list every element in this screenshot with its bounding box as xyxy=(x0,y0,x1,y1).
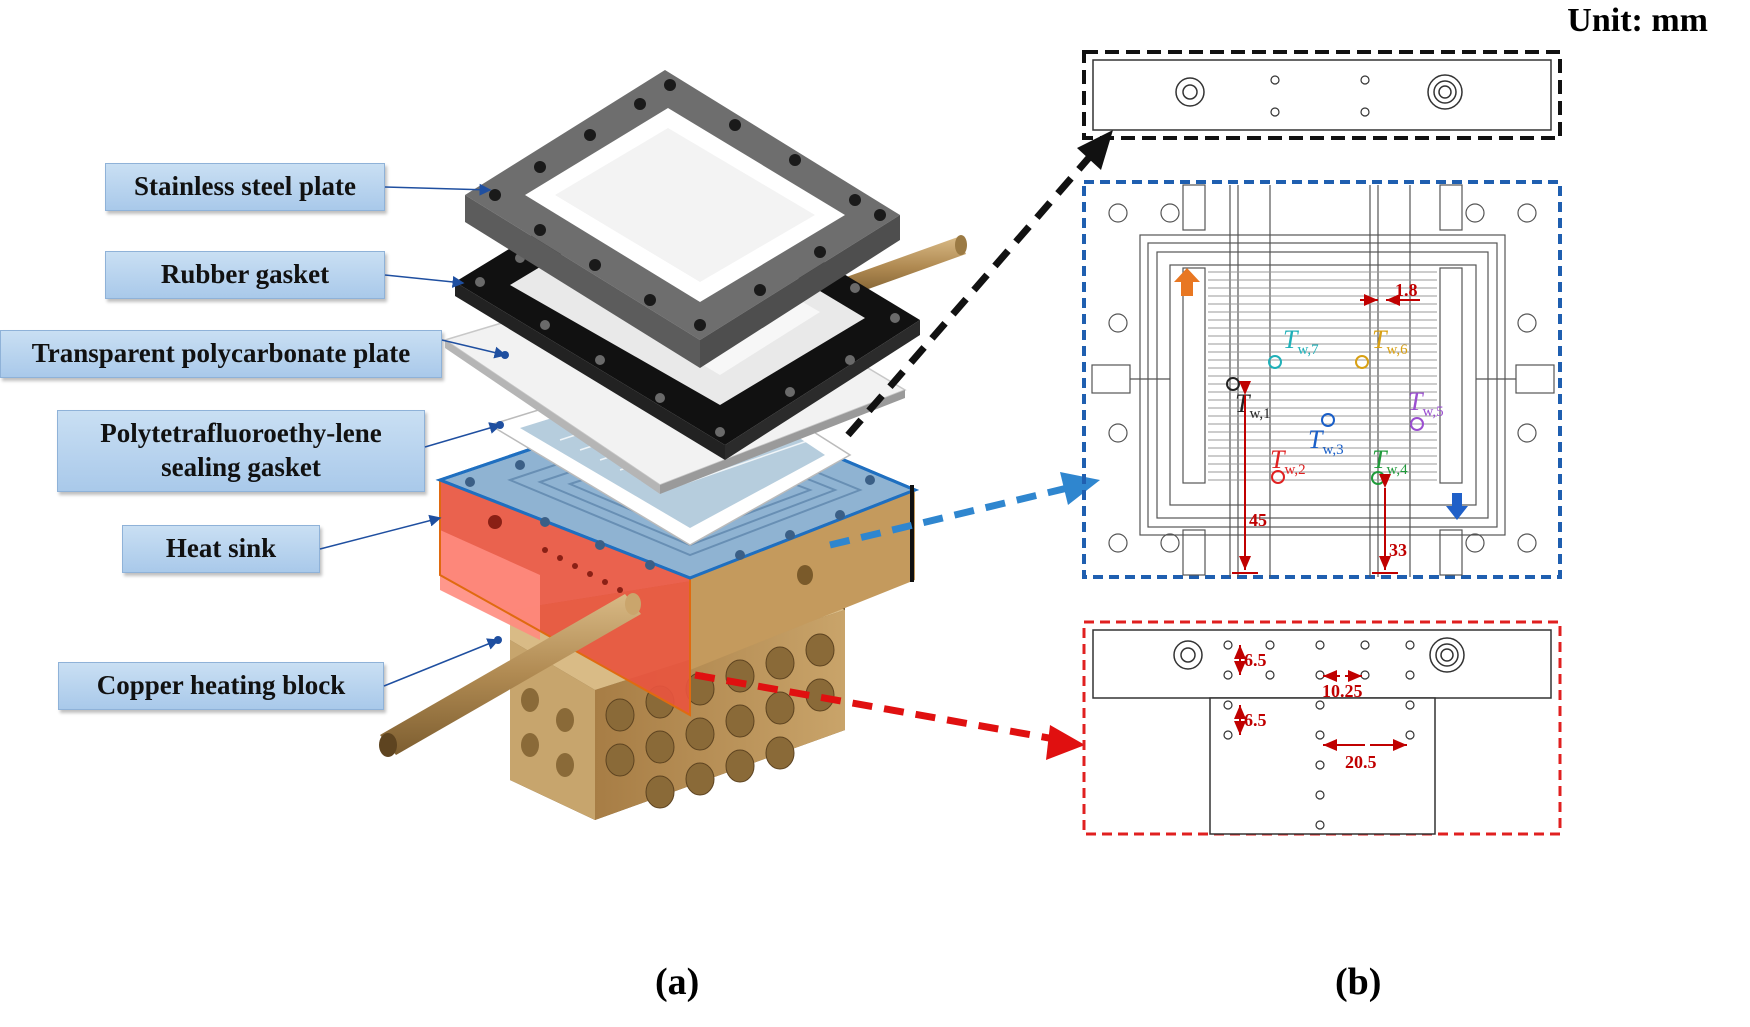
label-text: Rubber gasket xyxy=(160,259,330,290)
label-text: Transparent polycarbonate plate xyxy=(31,338,411,369)
stainless-steel-plate xyxy=(465,70,900,368)
plan-drawing: Tw,1 Tw,2 Tw,3 Tw,4 Tw,5 Tw,6 Tw,7 1.8 4… xyxy=(1082,180,1562,579)
sensor-label-tw1: Tw,1 xyxy=(1235,389,1271,422)
dim-33: 33 xyxy=(1389,540,1407,560)
dim-6-5-upper: 6.5 xyxy=(1244,650,1267,670)
sensor-label-tw3: Tw,3 xyxy=(1308,425,1344,458)
dim-20-5: 20.5 xyxy=(1345,752,1377,772)
label-copper-block: Copper heating block xyxy=(58,662,384,710)
exploded-assembly xyxy=(319,70,1113,820)
dimension-lines xyxy=(1232,294,1420,574)
label-text-line2: sealing gasket xyxy=(161,452,321,482)
dim-1-8: 1.8 xyxy=(1395,280,1418,300)
leader-lines xyxy=(319,183,507,687)
sensor-label-tw2: Tw,2 xyxy=(1270,445,1306,478)
sensor-label-tw4: Tw,4 xyxy=(1372,445,1408,478)
label-heat-sink: Heat sink xyxy=(122,525,320,573)
label-rubber-gasket: Rubber gasket xyxy=(105,251,385,299)
label-ptfe-gasket: Polytetrafluoroethy-lene sealing gasket xyxy=(57,410,425,492)
dim-10-25: 10.25 xyxy=(1322,681,1363,701)
panel-a-label: (a) xyxy=(655,961,700,1003)
label-text: Stainless steel plate xyxy=(134,171,356,202)
label-polycarbonate-plate: Transparent polycarbonate plate xyxy=(0,330,442,378)
sensor-label-tw7: Tw,7 xyxy=(1283,325,1319,358)
copper-rod-back xyxy=(838,235,967,297)
side-dimension-lines xyxy=(1234,645,1407,751)
label-stainless-steel-plate: Stainless steel plate xyxy=(105,163,385,211)
dim-6-5-lower: 6.5 xyxy=(1244,710,1267,730)
inlet-arrow-icon xyxy=(1446,493,1468,520)
label-text: Heat sink xyxy=(165,533,277,564)
copper-rod-front xyxy=(379,593,641,757)
side-drawing: 6.5 6.5 10.25 20.5 xyxy=(1082,620,1562,836)
sensor-label-tw6: Tw,6 xyxy=(1372,325,1408,358)
panel-b-label: (b) xyxy=(1335,961,1382,1003)
unit-label: Unit: mm xyxy=(1567,2,1708,39)
label-text-line1: Polytetrafluoroethy-lene xyxy=(100,418,382,449)
top-drawing xyxy=(1082,50,1562,140)
label-text: Copper heating block xyxy=(96,670,346,701)
dim-45: 45 xyxy=(1249,510,1267,530)
sensor-label-tw5: Tw,5 xyxy=(1408,387,1444,420)
outlet-arrow-icon xyxy=(1174,268,1200,296)
detail-arrows xyxy=(694,142,1103,744)
